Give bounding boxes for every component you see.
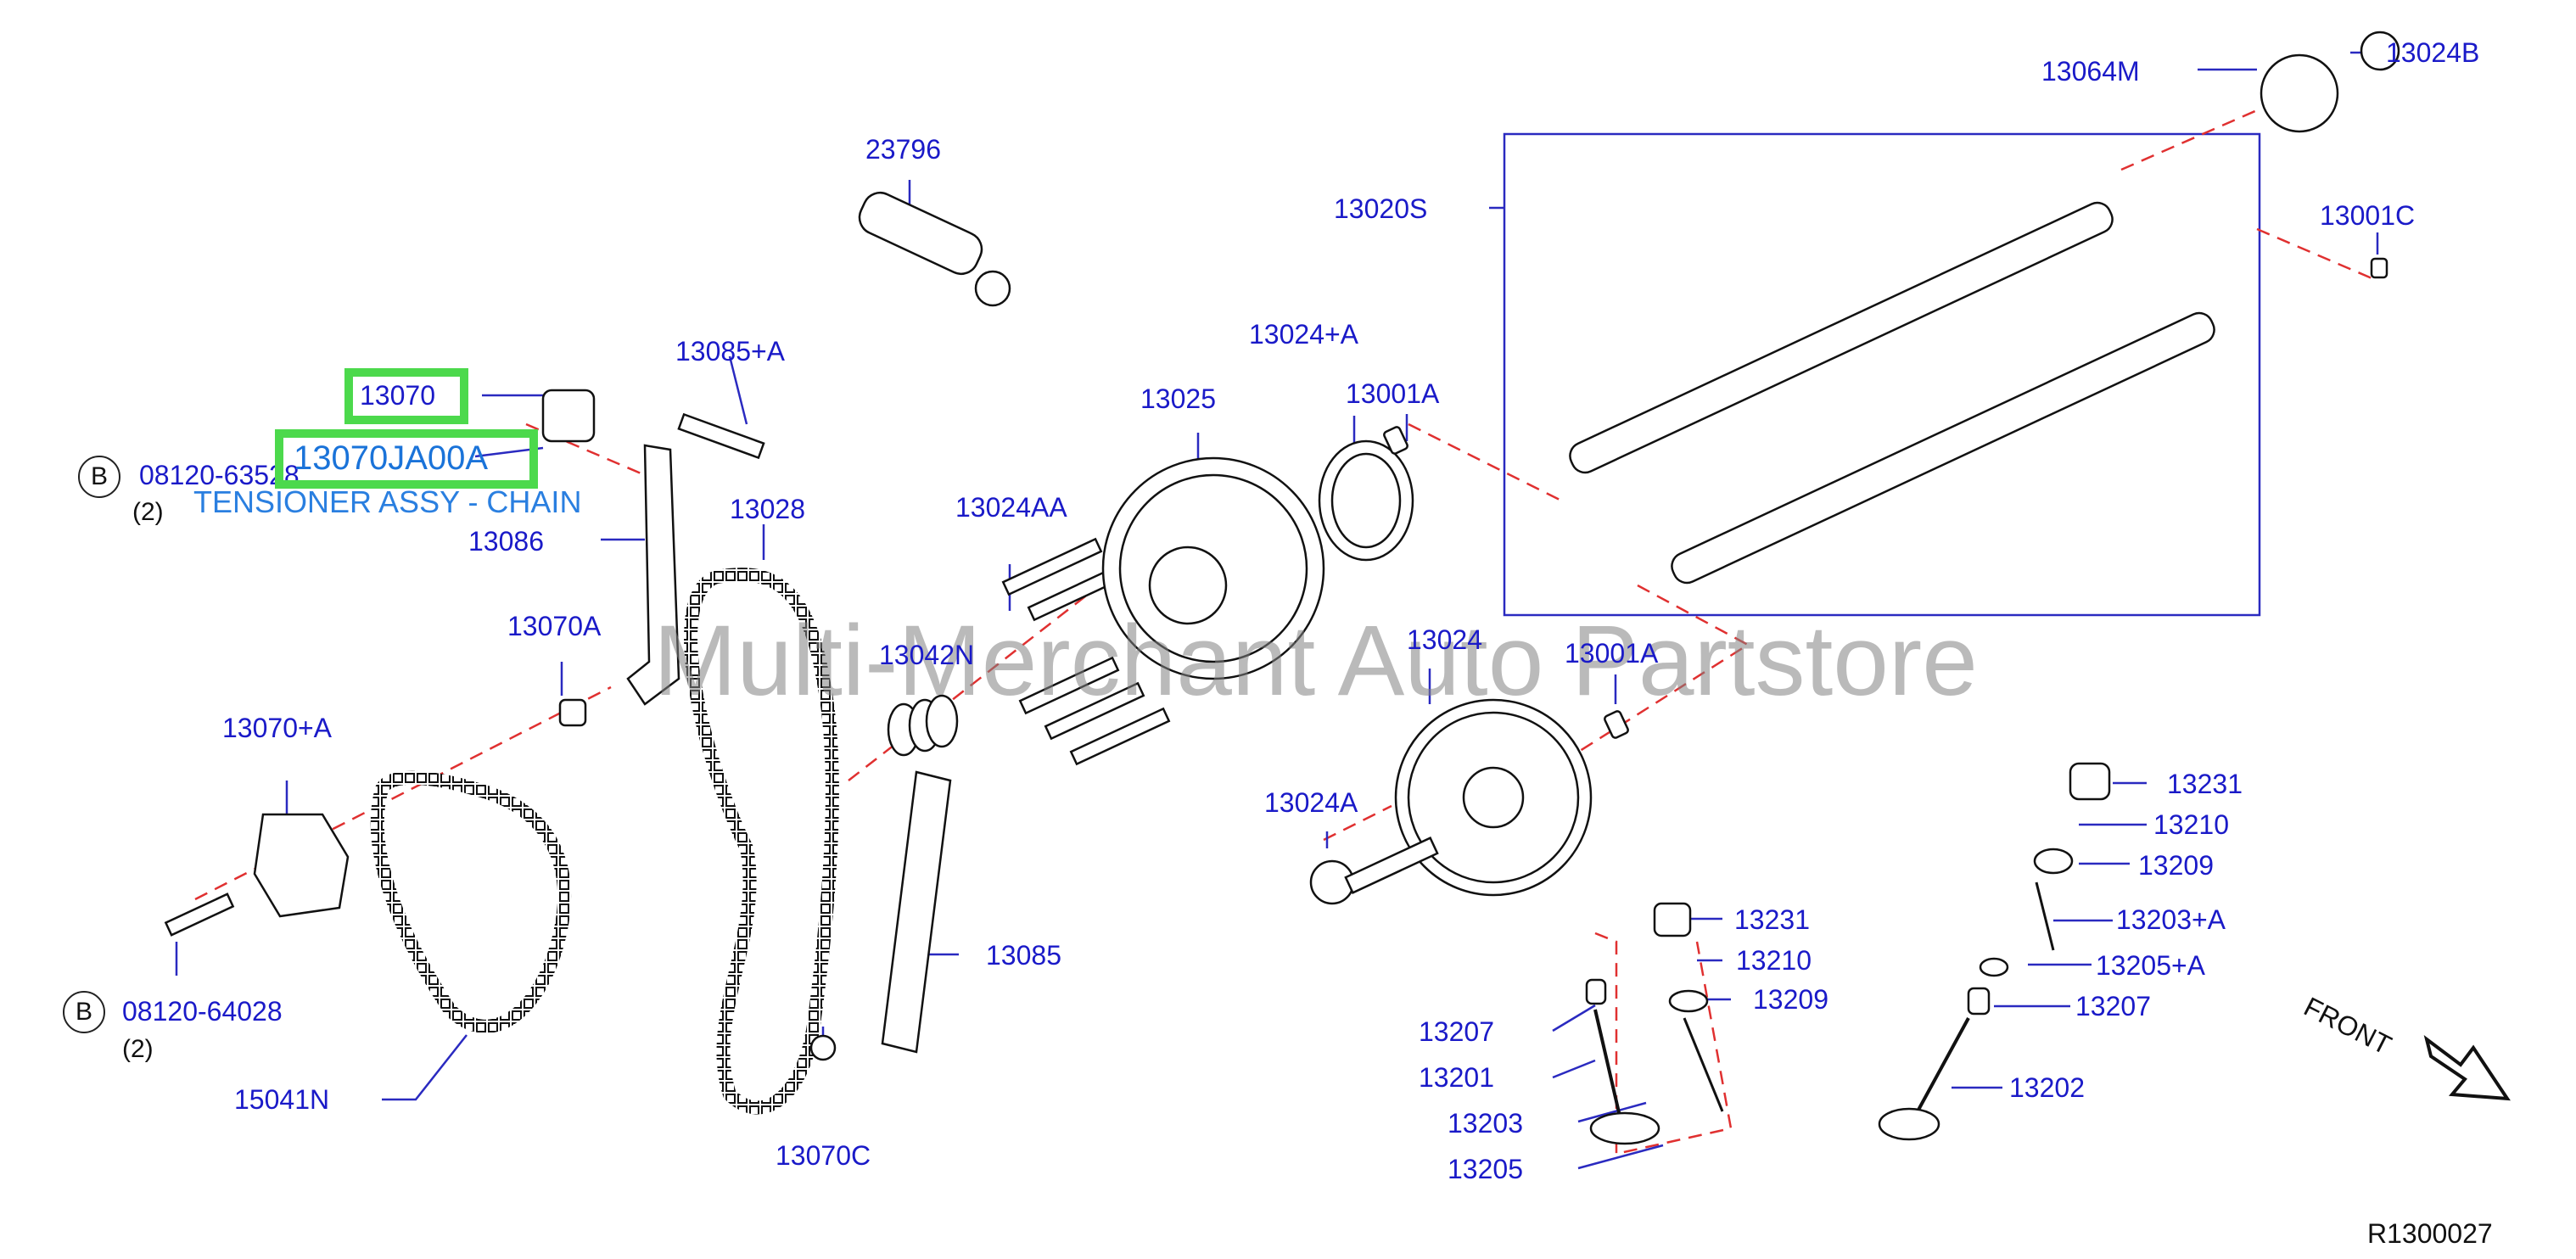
label-13070a[interactable]: 13070A [507,611,602,641]
bolt-ref-circle-b-top: B [78,456,120,498]
label-13085[interactable]: 13085 [986,940,1061,971]
label-13028[interactable]: 13028 [730,494,805,524]
label-13201[interactable]: 13201 [1419,1062,1494,1093]
label-13024a[interactable]: 13024A [1264,787,1358,818]
label-13209-right[interactable]: 13209 [2138,850,2214,881]
label-13086[interactable]: 13086 [468,526,544,557]
label-13064m[interactable]: 13064M [2041,56,2140,87]
label-13070c[interactable]: 13070C [776,1140,871,1171]
diagram-reference-number: R1300027 [2367,1218,2493,1249]
label-13207-right[interactable]: 13207 [2075,991,2151,1021]
label-13203-plus-a[interactable]: 13203+A [2116,904,2226,935]
label-13209-left[interactable]: 13209 [1753,984,1828,1015]
label-13024-plus-a[interactable]: 13024+A [1249,319,1359,350]
secondary-chain [370,770,572,1033]
label-13210-right[interactable]: 13210 [2153,809,2229,840]
label-13001c[interactable]: 13001C [2320,200,2416,231]
label-13070ja00a[interactable]: 13070JA00A [294,439,489,477]
label-13024b[interactable]: 13024B [2386,37,2480,68]
label-08120-63528[interactable]: 08120-63528 [139,460,300,490]
bolt-ref-circle-b-bottom: B [63,991,105,1033]
front-arrow-icon [2423,1035,2511,1101]
label-13024aa[interactable]: 13024AA [955,492,1067,523]
label-13231-right[interactable]: 13231 [2167,769,2243,799]
label-13205[interactable]: 13205 [1448,1154,1523,1184]
label-13070[interactable]: 13070 [360,380,435,411]
label-13202[interactable]: 13202 [2009,1072,2085,1103]
label-13042n[interactable]: 13042N [879,640,975,670]
label-13203[interactable]: 13203 [1448,1108,1523,1139]
label-15041n[interactable]: 15041N [234,1084,330,1115]
label-13020s[interactable]: 13020S [1334,193,1428,224]
label-13207-left[interactable]: 13207 [1419,1016,1494,1047]
highlight-box-13070 [344,368,468,424]
label-13025[interactable]: 13025 [1140,383,1216,414]
highlight-box-13070ja00a [275,429,538,489]
label-13205-plus-a[interactable]: 13205+A [2096,950,2206,981]
primary-chain [684,568,839,1115]
label-13001a-top[interactable]: 13001A [1346,378,1440,409]
label-13231-left[interactable]: 13231 [1734,904,1810,935]
label-23796[interactable]: 23796 [865,134,941,165]
camshaft-set-box [1503,132,2261,617]
label-13070-plus-a[interactable]: 13070+A [222,713,333,743]
bolt-qty-top: (2) [132,498,164,526]
label-13001a-mid[interactable]: 13001A [1565,638,1659,669]
part-outlines [164,31,2400,1145]
label-13085-plus-a[interactable]: 13085+A [675,336,786,367]
tooltip-tensioner-assy-chain: TENSIONER ASSY - CHAIN [193,484,582,519]
label-13024[interactable]: 13024 [1407,624,1482,655]
bolt-qty-bottom: (2) [122,1035,154,1063]
label-08120-64028[interactable]: 08120-64028 [122,996,283,1027]
label-13210-left[interactable]: 13210 [1736,945,1812,976]
